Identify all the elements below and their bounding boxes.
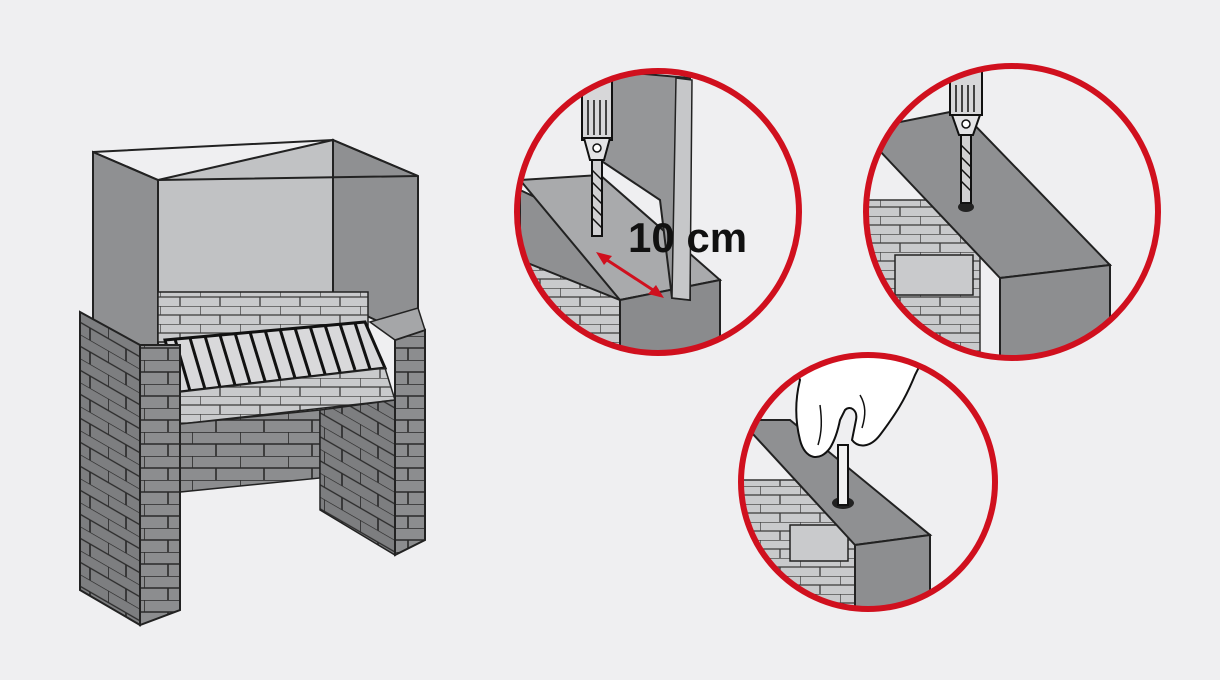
left-pillar-front (139, 344, 181, 627)
left-pillar-side (79, 310, 141, 627)
step-2-ring (863, 63, 1161, 361)
step-1-drill-detail: 10 cm (514, 68, 802, 356)
right-pillar-front (394, 328, 426, 557)
step-3-ring (738, 352, 998, 612)
hand-icon (788, 355, 927, 458)
drill-hole (958, 202, 974, 212)
grill-grate (163, 320, 388, 394)
dimension-arrow (596, 252, 664, 298)
lower-back-wall (179, 409, 321, 493)
metal-rod (837, 444, 849, 506)
step-1-ring (514, 68, 802, 356)
right-pillar-top (368, 307, 426, 341)
step-2-drill-detail (863, 63, 1161, 361)
hood-top-edge (92, 138, 419, 182)
brick-barbecue (79, 138, 426, 627)
measurement-label: 10 cm (628, 214, 747, 261)
right-inner-wall (319, 399, 396, 557)
step-3-insert-rod-detail (738, 352, 998, 612)
